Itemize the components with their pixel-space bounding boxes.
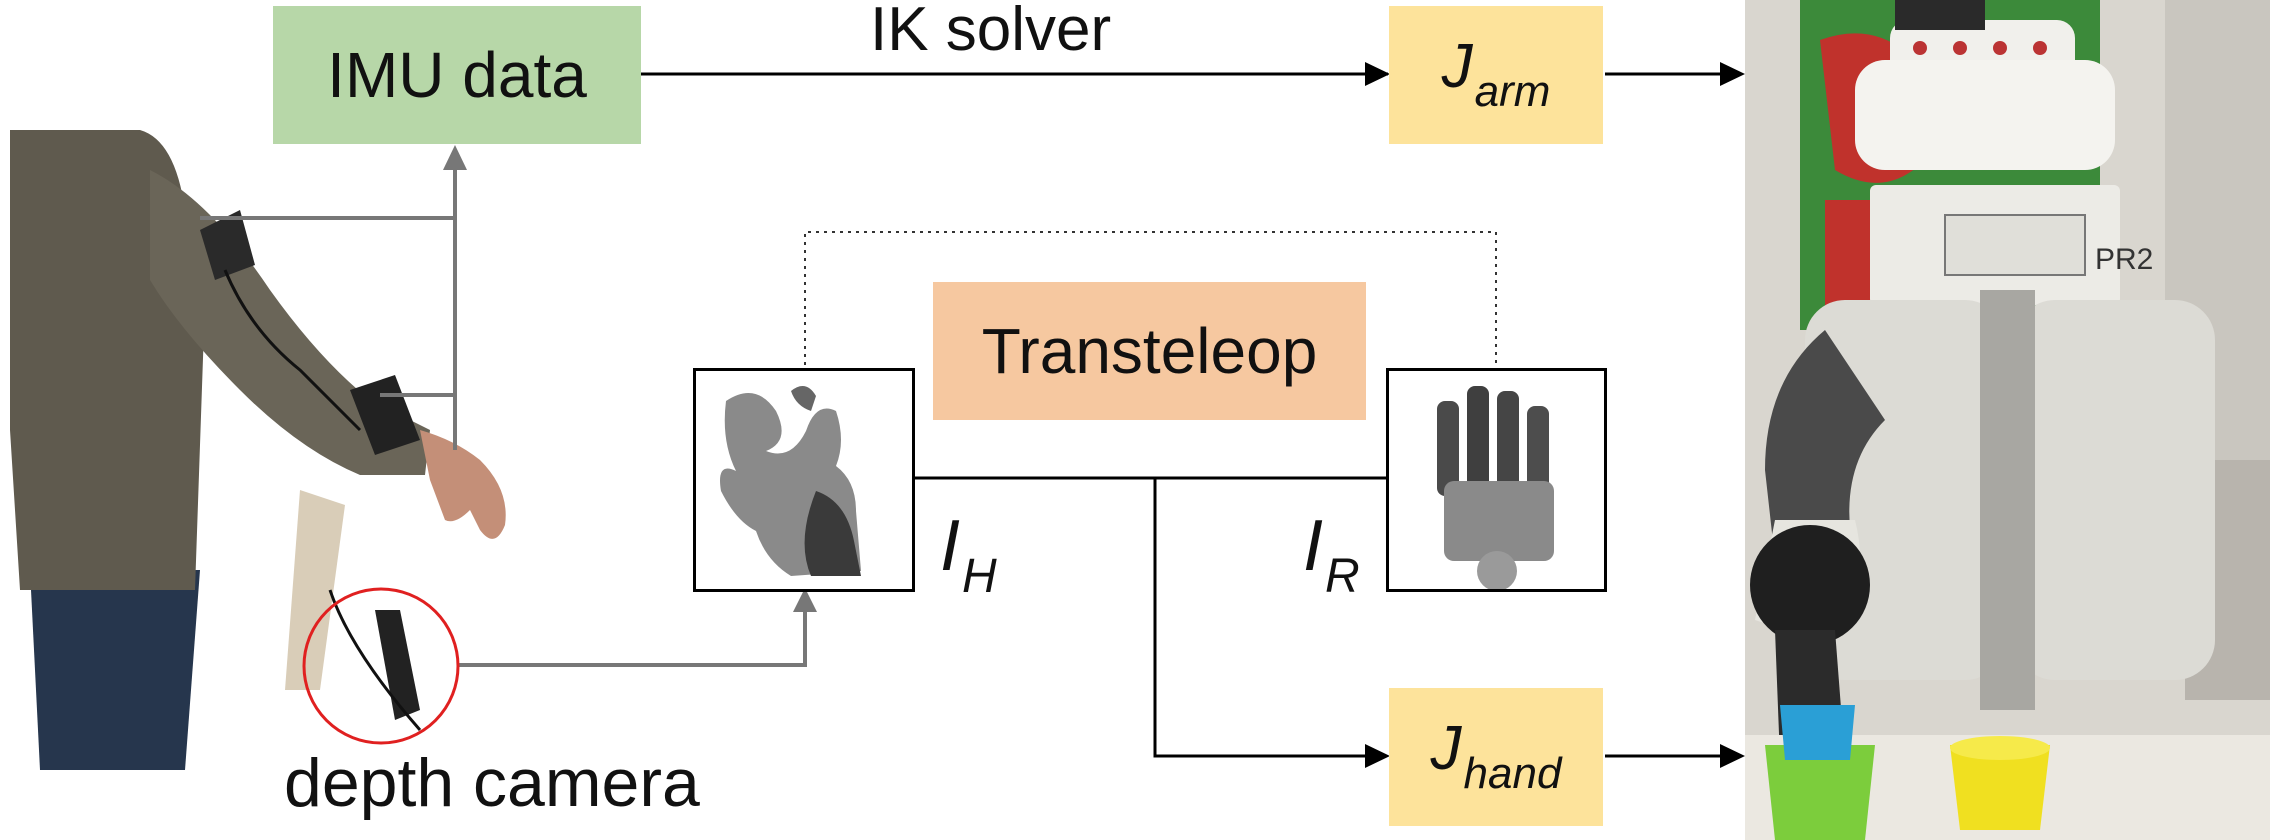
camera-to-ih-line bbox=[458, 602, 807, 667]
j-hand-box: Jhand bbox=[1389, 688, 1603, 826]
transteleop-box: Transteleop bbox=[933, 282, 1366, 420]
transteleop-label: Transteleop bbox=[981, 315, 1318, 387]
human-operator-photo bbox=[10, 130, 506, 770]
ik-solver-label: IK solver bbox=[870, 0, 1112, 64]
i-h-label: IH bbox=[940, 506, 997, 603]
depth-camera-label: depth camera bbox=[284, 745, 700, 821]
camera-highlight-circle bbox=[302, 587, 460, 745]
imu-data-box: IMU data bbox=[273, 6, 641, 144]
j-arm-box: Jarm bbox=[1389, 6, 1603, 144]
dotted-bracket bbox=[804, 231, 1497, 365]
robot-label: PR2 bbox=[2095, 243, 2154, 276]
robot-photo bbox=[1745, 0, 2270, 840]
j-hand-label: Jhand bbox=[1430, 713, 1562, 799]
to-jhand-arrow bbox=[1153, 478, 1385, 758]
imu-data-label: IMU data bbox=[327, 39, 587, 111]
i-r-label: IR bbox=[1303, 506, 1360, 603]
j-arm-label: Jarm bbox=[1441, 31, 1551, 117]
robot-hand-depth-image bbox=[1386, 368, 1607, 592]
human-hand-depth-image bbox=[693, 368, 915, 592]
